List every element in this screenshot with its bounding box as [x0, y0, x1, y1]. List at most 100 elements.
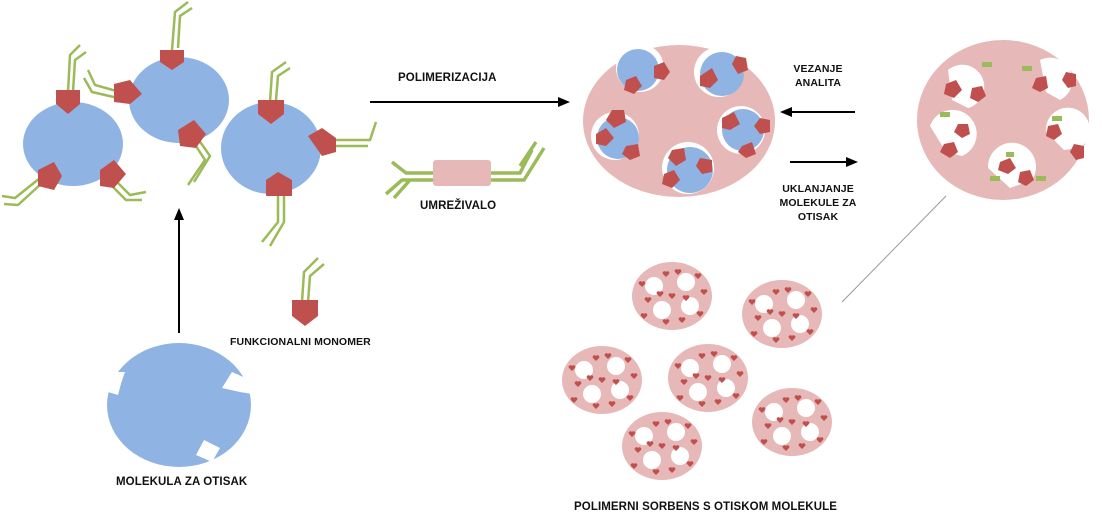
- monomer-marker: [714, 399, 722, 405]
- monomer-marker: [690, 439, 698, 445]
- monomer-marker: [794, 395, 802, 401]
- monomer-marker: [694, 273, 702, 279]
- monomer-marker: [640, 313, 648, 319]
- arrow-right-icon: [370, 97, 570, 107]
- pentagon-monomer-icon: [38, 50, 336, 196]
- monomer-marker: [764, 423, 772, 429]
- sorbent-particle: [632, 262, 712, 330]
- template-molecule: [104, 343, 252, 467]
- monomer-marker: [730, 355, 738, 361]
- monomer-marker: [698, 353, 706, 359]
- monomer-marker: [656, 291, 664, 297]
- monomer-marker: [662, 271, 670, 277]
- monomer-marker: [718, 377, 726, 383]
- monomer-marker: [612, 379, 620, 385]
- analyte-binding-label: VEZANJE ANALITA: [778, 62, 858, 90]
- crosslinker: [384, 141, 546, 200]
- monomer-marker: [626, 395, 634, 401]
- monomer-marker: [608, 401, 616, 407]
- monomer-marker: [700, 289, 708, 295]
- monomer-marker: [668, 293, 676, 299]
- monomer-marker: [788, 335, 796, 341]
- monomer-marker: [570, 397, 578, 403]
- sorbent-particle: [668, 344, 748, 412]
- template-molecule-label: MOLEKULA ZA OTISAK: [116, 476, 248, 488]
- monomer-marker: [804, 291, 812, 297]
- sorbent-particle: [742, 280, 822, 348]
- pentagon-monomer-icon: [940, 72, 1084, 186]
- monomer-marker: [644, 297, 652, 303]
- monomer-marker: [802, 421, 810, 427]
- monomer-marker: [772, 289, 780, 295]
- monomer-marker: [664, 419, 672, 425]
- sorbent-particle: [752, 388, 832, 456]
- monomer-marker: [782, 397, 790, 403]
- prepolymerization-complex: [1, 1, 378, 247]
- monomer-marker: [638, 281, 646, 287]
- monomer-marker: [750, 331, 758, 337]
- monomer-marker: [592, 355, 600, 361]
- monomer-marker: [674, 269, 682, 275]
- monomer-marker: [598, 377, 606, 383]
- template-removal-line3: OTISAK: [797, 211, 839, 223]
- arrow-left-icon: [780, 107, 855, 117]
- monomer-marker: [754, 315, 762, 321]
- imprinted-sorbent-particles: [562, 262, 832, 480]
- monomer-marker: [680, 379, 688, 385]
- monomer-marker: [732, 393, 740, 399]
- monomer-marker: [674, 363, 682, 369]
- sorbent-particle: [622, 412, 702, 480]
- monomer-marker: [630, 463, 638, 469]
- monomer-marker: [624, 357, 632, 363]
- monomer-marker: [696, 311, 704, 317]
- monomer-marker: [810, 307, 818, 313]
- monomer-marker: [736, 371, 744, 377]
- arrow-right-icon: [790, 157, 858, 167]
- monomer-marker: [684, 423, 692, 429]
- template-removal-line1: UKLANJANJE: [782, 183, 854, 195]
- imprinted-sorbent-label: POLIMERNI SORBENS S OTISKOM MOLEKULE: [574, 501, 838, 513]
- monomer-marker: [652, 421, 660, 427]
- monomer-marker: [658, 443, 666, 449]
- analyte-binding-line2: ANALITA: [795, 77, 841, 89]
- polymer-with-templates: [583, 44, 775, 197]
- monomer-marker: [792, 313, 800, 319]
- monomer-marker: [628, 431, 636, 437]
- monomer-marker: [748, 299, 756, 305]
- monomer-marker: [630, 373, 638, 379]
- sorbent-particle: [562, 346, 642, 414]
- monomer-marker: [678, 317, 686, 323]
- crosslinker-label: UMREŽIVALO: [420, 200, 497, 212]
- monomer-marker: [692, 373, 700, 379]
- pentagon-monomer-icon: [596, 56, 770, 188]
- monomer-marker: [646, 441, 654, 447]
- monomer-marker: [586, 375, 594, 381]
- monomer-marker: [772, 337, 780, 343]
- monomer-marker: [766, 309, 774, 315]
- monomer-marker: [686, 461, 694, 467]
- monomer-marker: [676, 395, 684, 401]
- monomer-marker: [760, 439, 768, 445]
- monomer-marker: [604, 353, 612, 359]
- monomer-marker: [662, 319, 670, 325]
- analyte-binding-line1: VEZANJE: [793, 63, 843, 75]
- monomer-marker: [574, 381, 582, 387]
- monomer-marker: [806, 329, 814, 335]
- monomer-marker: [672, 445, 680, 451]
- monomer-marker: [788, 419, 796, 425]
- monomer-marker: [634, 447, 642, 453]
- monomer-marker: [704, 375, 712, 381]
- template-removal-label: UKLANJANJE MOLEKULE ZA OTISAK: [770, 182, 866, 224]
- monomer-marker: [782, 445, 790, 451]
- monomer-marker: [698, 401, 706, 407]
- monomer-marker: [682, 295, 690, 301]
- monomer-marker: [710, 351, 718, 357]
- zoom-connector-line: [841, 195, 947, 303]
- monomer-marker: [778, 311, 786, 317]
- monomer-marker: [568, 365, 576, 371]
- monomer-marker: [592, 403, 600, 409]
- functional-monomer-example: [292, 257, 325, 326]
- monomer-marker: [668, 467, 676, 473]
- monomer-marker: [652, 469, 660, 475]
